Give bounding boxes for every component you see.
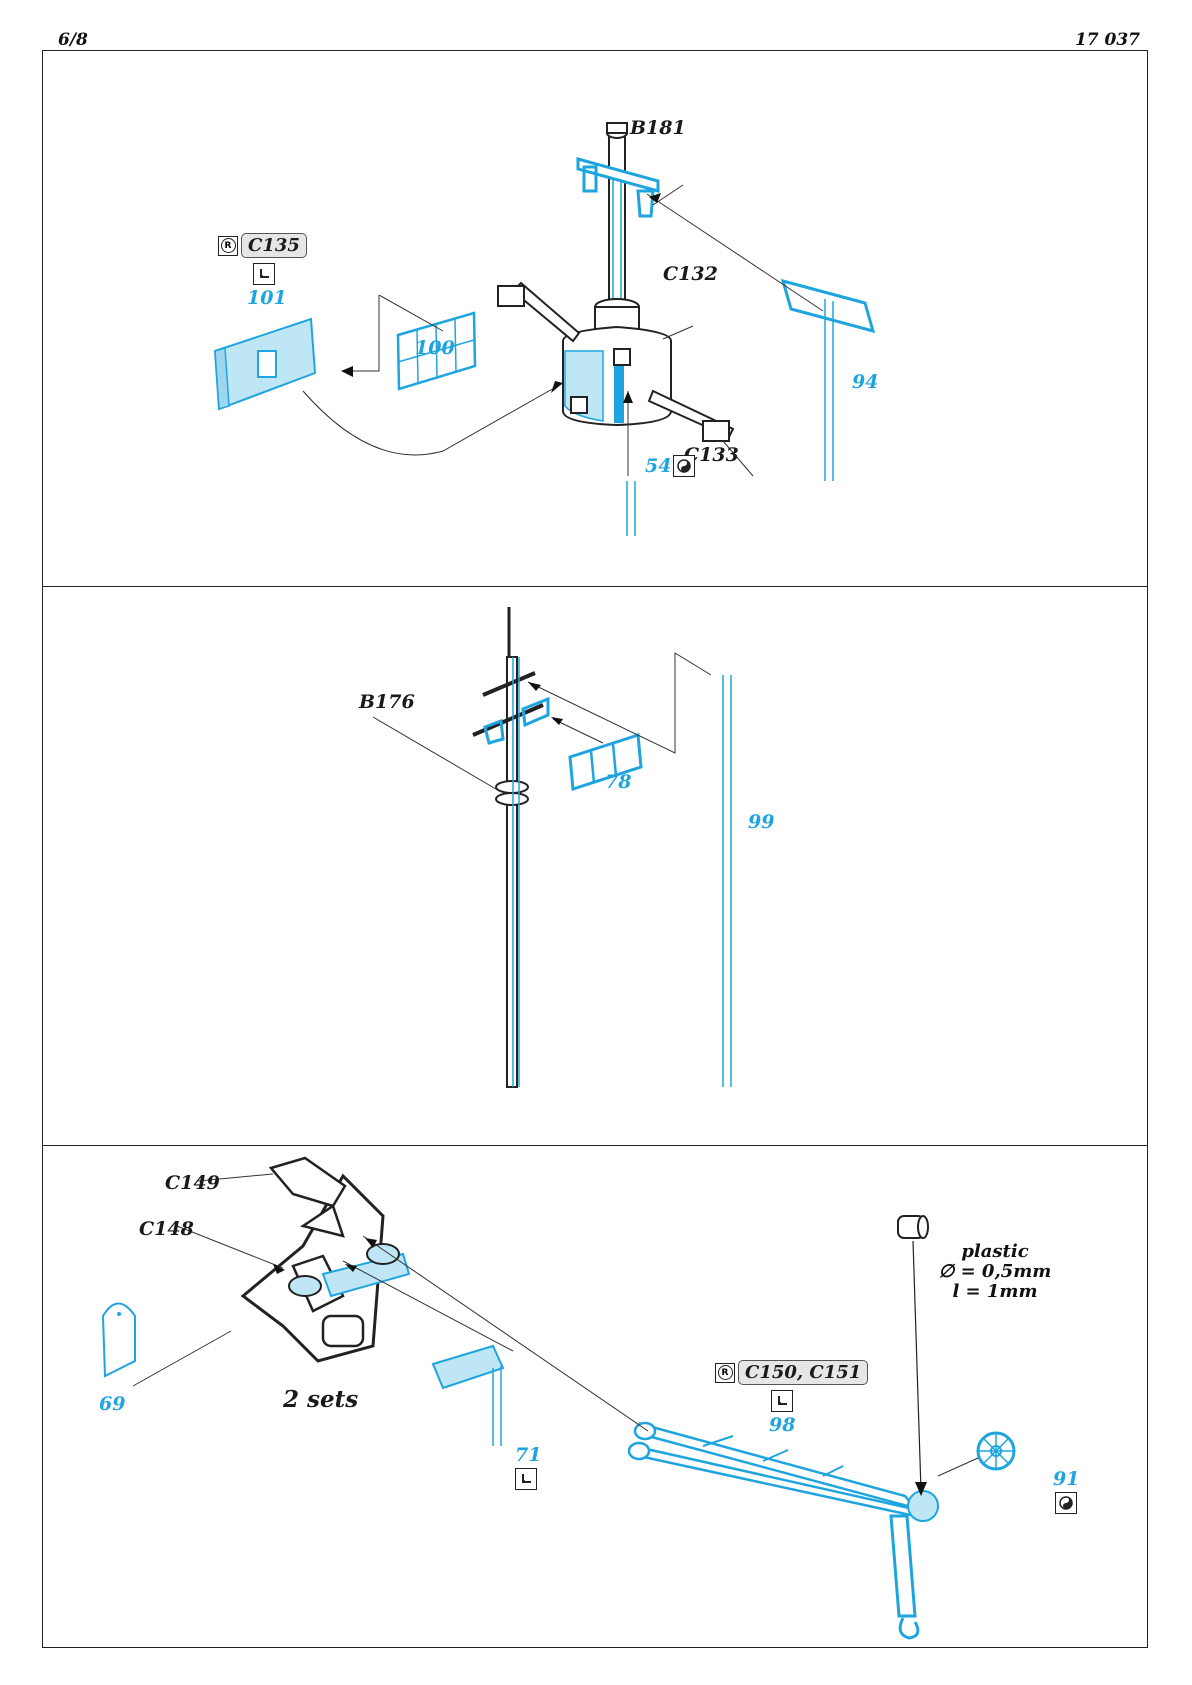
page-number: 6/8 — [58, 30, 88, 50]
mast-assembly-drawing — [43, 51, 1149, 588]
label-54: 54 — [645, 455, 671, 477]
resin-part-icon: R — [218, 236, 238, 256]
rod-length: l = 1mm — [935, 1282, 1055, 1302]
step-panel-3: C149 C148 69 2 sets 71 R C150, C151 98 p… — [42, 1145, 1148, 1648]
kit-number: 17 037 — [1075, 30, 1140, 50]
label-100: 100 — [415, 337, 455, 359]
bend-icon — [515, 1468, 537, 1490]
resin-ref-c135: R C135 — [218, 233, 307, 258]
label-b176: B176 — [359, 691, 415, 713]
resin-part-icon: R — [715, 1363, 735, 1383]
label-99: 99 — [748, 811, 774, 833]
half-etch-icon — [673, 455, 695, 477]
label-98: 98 — [769, 1414, 795, 1436]
bend-icon — [771, 1390, 793, 1412]
plastic-rod-spec: plastic ∅ = 0,5mm l = 1mm — [935, 1242, 1055, 1302]
half-etch-icon — [1055, 1492, 1077, 1514]
label-101: 101 — [247, 287, 287, 309]
mast-ladder-drawing — [43, 587, 1149, 1147]
step-panel-1: B181 C132 C133 R C135 101 100 94 54 — [42, 50, 1148, 587]
bend-icon — [253, 263, 275, 285]
label-c148: C148 — [139, 1218, 194, 1240]
step-panel-2: B176 78 99 — [42, 586, 1148, 1146]
label-b181: B181 — [630, 117, 686, 139]
part-tag-c150-c151: C150, C151 — [738, 1360, 868, 1385]
part-tag-c135: C135 — [241, 233, 307, 258]
label-c132: C132 — [663, 263, 718, 285]
crane-assembly-drawing — [43, 1146, 1149, 1649]
label-c149: C149 — [165, 1172, 220, 1194]
resin-ref-c150-c151: R C150, C151 — [715, 1360, 868, 1385]
label-78: 78 — [605, 771, 631, 793]
sets-note: 2 sets — [283, 1386, 358, 1413]
label-94: 94 — [852, 371, 878, 393]
rod-diameter: ∅ = 0,5mm — [935, 1262, 1055, 1282]
label-71: 71 — [515, 1444, 541, 1466]
plastic-label: plastic — [935, 1242, 1055, 1262]
label-69: 69 — [99, 1393, 125, 1415]
label-91: 91 — [1053, 1468, 1079, 1490]
